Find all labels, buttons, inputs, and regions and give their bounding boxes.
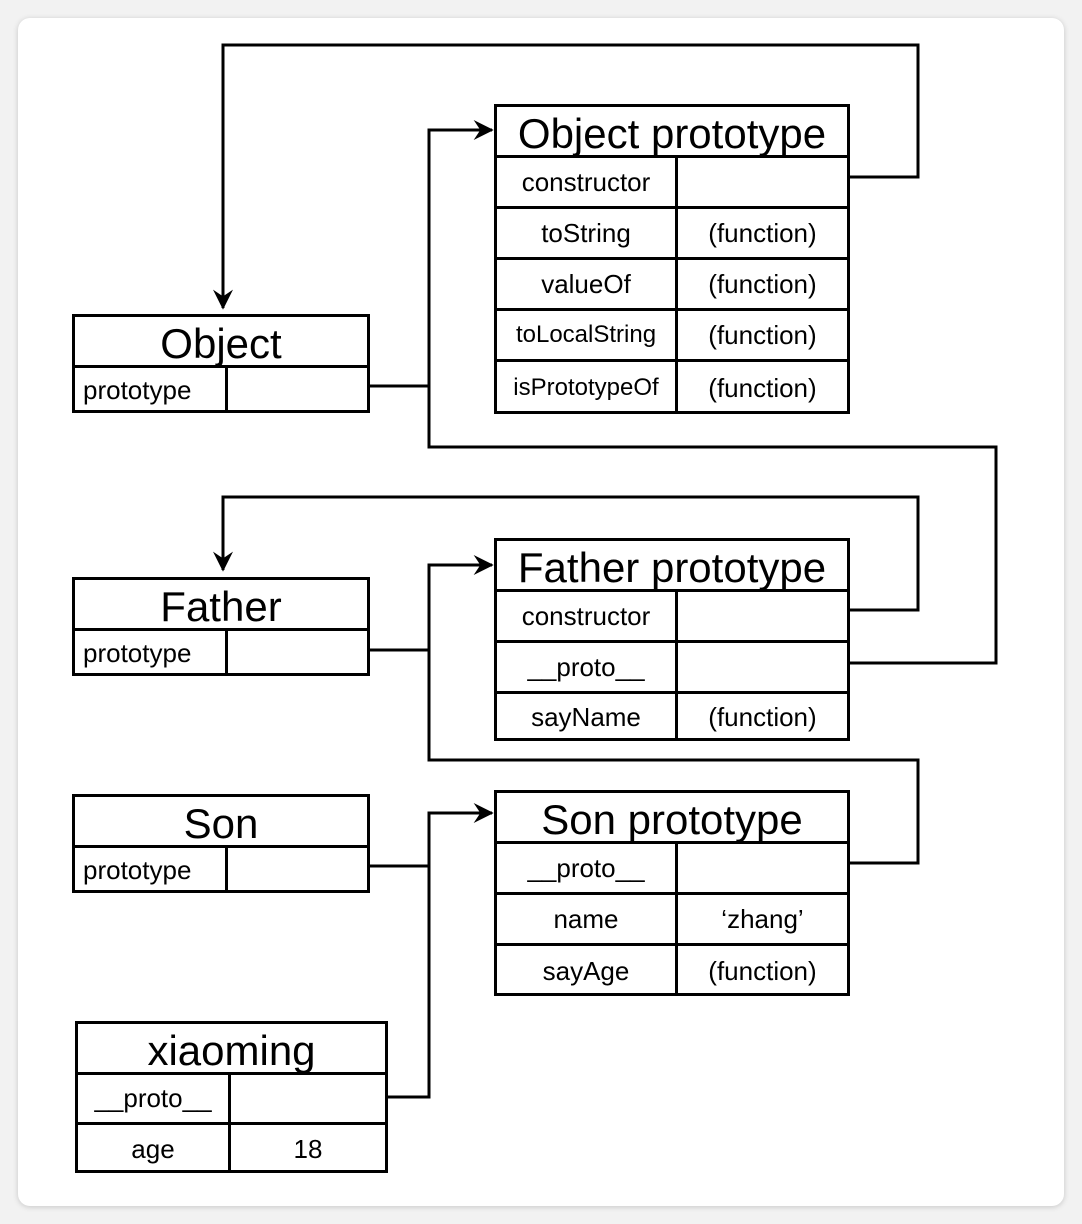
son-box: Son prototype	[72, 794, 370, 893]
row-value: (function)	[708, 319, 817, 350]
row-value: (function)	[708, 372, 817, 403]
row-value	[678, 844, 847, 892]
row-value: (function)	[708, 955, 817, 986]
son-prototype-box: Son prototype __proto__ name ‘zhang’ say…	[494, 790, 850, 996]
row-value	[678, 592, 847, 640]
son-row-prototype: prototype	[75, 848, 367, 893]
row-value: 18	[293, 1133, 323, 1164]
xiaoming-box: xiaoming __proto__ age 18	[75, 1021, 388, 1173]
son-prototype-row: sayAge (function)	[497, 946, 847, 996]
object-prototype-value	[228, 368, 367, 413]
son-prototype-title: Son prototype	[497, 793, 847, 844]
son-prototype-row: name ‘zhang’	[497, 895, 847, 946]
xiaoming-row: age 18	[78, 1125, 385, 1173]
object-prototype-row: toString (function)	[497, 209, 847, 260]
row-key: isPrototypeOf	[497, 362, 678, 414]
object-prototype-row: isPrototypeOf (function)	[497, 362, 847, 414]
row-key: toLocalString	[497, 311, 678, 359]
xiaoming-title: xiaoming	[78, 1024, 385, 1075]
object-title: Object	[75, 317, 367, 368]
row-key: sayAge	[497, 946, 678, 996]
son-title: Son	[75, 797, 367, 848]
row-value	[678, 158, 847, 206]
object-row-prototype: prototype	[75, 368, 367, 413]
row-key: sayName	[497, 694, 678, 741]
father-prototype-box: Father prototype constructor __proto__ s…	[494, 538, 850, 741]
xiaoming-row: __proto__	[78, 1075, 385, 1125]
father-title: Father	[75, 580, 367, 631]
object-prototype-row: toLocalString (function)	[497, 311, 847, 362]
father-box: Father prototype	[72, 577, 370, 676]
row-value: (function)	[708, 268, 817, 299]
row-key: __proto__	[497, 643, 678, 691]
row-key: __proto__	[78, 1075, 231, 1122]
father-prototype-value	[228, 631, 367, 676]
son-prototype-row: __proto__	[497, 844, 847, 895]
row-value	[231, 1075, 385, 1122]
object-prototype-row: valueOf (function)	[497, 260, 847, 311]
son-prototype-key: prototype	[75, 848, 228, 893]
row-key: age	[78, 1125, 231, 1173]
father-prototype-title: Father prototype	[497, 541, 847, 592]
object-prototype-row: constructor	[497, 158, 847, 209]
row-key: __proto__	[497, 844, 678, 892]
row-value	[678, 643, 847, 691]
father-prototype-row: sayName (function)	[497, 694, 847, 741]
object-prototype-box: Object prototype constructor toString (f…	[494, 104, 850, 414]
row-key: toString	[497, 209, 678, 257]
row-key: name	[497, 895, 678, 943]
father-row-prototype: prototype	[75, 631, 367, 676]
son-prototype-value	[228, 848, 367, 893]
row-value: (function)	[708, 217, 817, 248]
object-box: Object prototype	[72, 314, 370, 413]
row-key: constructor	[497, 592, 678, 640]
object-prototype-key: prototype	[75, 368, 228, 413]
row-value: ‘zhang’	[721, 903, 804, 934]
father-prototype-key: prototype	[75, 631, 228, 676]
object-prototype-title: Object prototype	[497, 107, 847, 158]
row-key: constructor	[497, 158, 678, 206]
father-prototype-row: __proto__	[497, 643, 847, 694]
father-prototype-row: constructor	[497, 592, 847, 643]
row-key: valueOf	[497, 260, 678, 308]
row-value: (function)	[708, 702, 817, 732]
